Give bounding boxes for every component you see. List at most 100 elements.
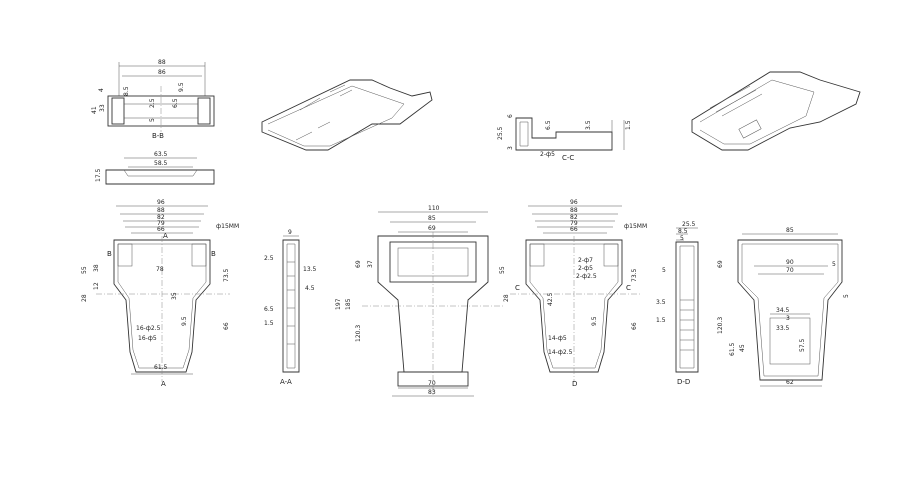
section-marker-b-right: B [211, 250, 216, 258]
dd-width-5: 5 [680, 235, 684, 242]
front2-holes-2-phi5: 2-ф5 [578, 265, 593, 272]
dd-width-25-5: 25.5 [682, 221, 696, 228]
dd-dim-1-5: 1.5 [656, 317, 666, 324]
front2-width-96: 96 [570, 199, 578, 206]
dd-dim-5: 5 [662, 267, 666, 274]
lid-height-185: 185 [345, 298, 352, 310]
front-height-35: 35 [171, 292, 178, 300]
front-view-lid: 110 85 69 69 37 197 185 120.3 70 83 [335, 205, 504, 397]
front2-height-66: 66 [631, 322, 638, 330]
aa-width-9: 9 [288, 229, 292, 236]
bb-width-86: 86 [158, 69, 166, 76]
front2-height-55: 55 [499, 266, 506, 274]
front-holes-16-phi2-5: 16-ф2.5 [136, 325, 161, 332]
aa-dim-13-5: 13.5 [303, 266, 317, 273]
front2-height-9-5: 9.5 [591, 316, 598, 326]
front-height-28: 28 [81, 294, 88, 302]
front-width-61-5: 61.5 [154, 364, 168, 371]
lid-width-83: 83 [428, 389, 436, 396]
cc-holes-2-phi5: 2-ф5 [540, 151, 555, 158]
bb-dim-8-5: 8.5 [123, 86, 130, 96]
iso-view-top-case [691, 71, 861, 151]
front-view-left: 96 88 82 79 66 A ф15MM 55 38 12 28 78 73… [81, 199, 239, 388]
aa-dim-6-5: 6.5 [264, 306, 274, 313]
front-hole-15mm: ф15MM [216, 223, 239, 230]
lid-width-110: 110 [428, 205, 440, 212]
rear-width-85: 85 [786, 227, 794, 234]
cc-title: C-C [562, 154, 574, 162]
cc-dim-1-5: 1.5 [625, 120, 632, 130]
front2-hole-15mm: ф15MM [624, 223, 647, 230]
section-marker-b-left: B [107, 250, 112, 258]
section-b-b: 88 86 41 33 4 6.5 9.5 8.5 2.5 5 B-B [91, 59, 215, 140]
front-height-38: 38 [93, 264, 100, 272]
slot-view: 63.5 58.5 17.5 [95, 151, 215, 185]
bb-dim-5: 5 [149, 118, 156, 122]
bb-depth-33: 33 [99, 104, 106, 112]
lid-height-69: 69 [355, 260, 362, 268]
rear-width-34-5: 34.5 [776, 307, 790, 314]
section-marker-c-right: C [626, 284, 631, 292]
rear-width-33-5: 33.5 [776, 325, 790, 332]
cc-dim-6: 6 [507, 114, 514, 118]
front-height-12: 12 [93, 282, 100, 290]
rear-dim-5-b: 5 [843, 294, 850, 298]
cc-dim-3-5: 3.5 [585, 120, 592, 130]
bb-title: B-B [152, 132, 164, 140]
rear-width-70: 70 [786, 267, 794, 274]
bb-dim-9-5: 9.5 [178, 82, 185, 92]
aa-dim-4-5: 4.5 [305, 285, 315, 292]
front2-width-66: 66 [570, 226, 578, 233]
rear-view: 85 69 90 70 5 5 34.5 3 33.5 120.3 61.5 4… [717, 227, 850, 387]
front2-holes-14-phi2-5: 14-ф2.5 [548, 349, 573, 356]
front-height-73-5: 73.5 [223, 268, 230, 282]
front-width-88: 88 [157, 207, 165, 214]
lid-height-37: 37 [367, 260, 374, 268]
front-width-82: 82 [157, 214, 165, 221]
front-height-66: 66 [223, 322, 230, 330]
rear-height-57-5: 57.5 [799, 338, 806, 352]
front2-height-73-5: 73.5 [631, 268, 638, 282]
front-width-79: 79 [157, 220, 165, 227]
aa-dim-2-5: 2.5 [264, 255, 274, 262]
dd-title: D-D [677, 378, 690, 386]
dd-dim-3-5: 3.5 [656, 299, 666, 306]
section-marker-a-top: A [163, 232, 168, 240]
rear-dim-5-a: 5 [832, 261, 836, 268]
rear-height-45: 45 [739, 344, 746, 352]
rear-width-90: 90 [786, 259, 794, 266]
lid-width-70: 70 [428, 380, 436, 387]
aa-dim-1-5: 1.5 [264, 320, 274, 327]
slot-height-17-5: 17.5 [95, 168, 102, 182]
front-height-55: 55 [81, 266, 88, 274]
front2-width-79: 79 [570, 220, 578, 227]
section-c-c: 6 25.5 6.5 3.5 1.5 3 2-ф5 C-C [497, 114, 632, 162]
bb-depth-4: 4 [98, 88, 105, 92]
dd-width-8-5: 8.5 [678, 228, 688, 235]
slot-width-58-5: 58.5 [154, 160, 168, 167]
section-marker-c-left: C [515, 284, 520, 292]
rear-height-69: 69 [717, 260, 724, 268]
rear-dim-3: 3 [786, 315, 790, 322]
lid-width-69: 69 [428, 225, 436, 232]
front-width-66: 66 [157, 226, 165, 233]
section-d-d: 25.5 8.5 5 5 3.5 1.5 D-D [656, 221, 699, 386]
cc-dim-3: 3 [507, 146, 514, 150]
front-width-96: 96 [157, 199, 165, 206]
front2-holes-14-phi5: 14-ф5 [548, 335, 567, 342]
front2-width-82: 82 [570, 214, 578, 221]
front2-height-28: 28 [503, 294, 510, 302]
aa-title: A-A [280, 378, 292, 386]
lid-height-120-3: 120.3 [355, 325, 362, 342]
front-height-9-5: 9.5 [181, 316, 188, 326]
rear-height-120-3: 120.3 [717, 317, 724, 334]
lid-height-197: 197 [335, 298, 342, 310]
rear-width-62: 62 [786, 379, 794, 386]
front-width-78: 78 [156, 266, 164, 273]
bb-dim-2-5: 2.5 [149, 98, 156, 108]
lid-width-85: 85 [428, 215, 436, 222]
bb-dim-6-5: 6.5 [172, 98, 179, 108]
front2-width-88: 88 [570, 207, 578, 214]
bb-width-88: 88 [158, 59, 166, 66]
